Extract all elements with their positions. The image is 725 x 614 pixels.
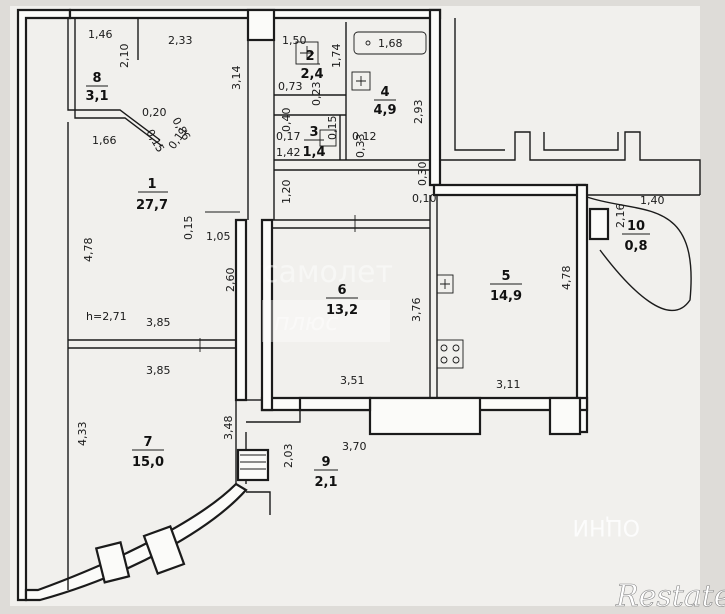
room-area-5: 14,9 <box>490 289 522 304</box>
dim-0-17: 0,17 <box>276 130 301 143</box>
watermark-box <box>262 300 390 342</box>
dim-2-16: 2,16 <box>614 204 627 229</box>
watermark-brand: самолет <box>262 255 393 290</box>
dim-2-10: 2,10 <box>118 44 131 69</box>
dim-1-46: 1,46 <box>88 28 113 41</box>
dim-4-78-a: 4,78 <box>82 238 95 263</box>
dim-0-15-c: 0,15 <box>182 216 195 241</box>
dim-4-33: 4,33 <box>76 422 89 447</box>
dim-1-68: 1,68 <box>378 37 403 50</box>
room-num-8: 8 <box>92 71 101 86</box>
dim-1-42: 1,42 <box>276 146 301 159</box>
dim-1-50: 1,50 <box>282 34 307 47</box>
room-area-3: 1,4 <box>302 145 325 160</box>
dim-2-93: 2,93 <box>412 100 425 125</box>
dim-3-85-a: 3,85 <box>146 316 171 329</box>
footer-logo: ОЦНИ Restate <box>573 514 725 614</box>
room-num-4: 4 <box>380 85 389 100</box>
room-area-1: 27,7 <box>136 198 168 213</box>
room-area-2: 2,4 <box>300 67 323 82</box>
dim-0-30: 0,30 <box>416 162 429 187</box>
dim-3-76: 3,76 <box>410 298 423 323</box>
room-num-6: 6 <box>337 283 346 298</box>
room-area-8: 3,1 <box>85 89 108 104</box>
dim-3-11: 3,11 <box>496 378 521 391</box>
dim-0-23: 0,23 <box>310 82 323 107</box>
ceiling-height: h=2,71 <box>86 310 127 323</box>
room-area-9: 2,1 <box>314 475 337 490</box>
dim-0-40: 0,40 <box>280 108 293 133</box>
dim-0-15-b: 0,15 <box>326 116 339 141</box>
dimension-labels: 1,46 2,33 2,10 0,20 0,86 0,15 0,11 1,66 … <box>76 28 665 468</box>
dim-3-85-b: 3,85 <box>146 364 171 377</box>
dim-1-05: 1,05 <box>206 230 231 243</box>
room-area-4: 4,9 <box>373 103 396 118</box>
dim-0-33: 0,33 <box>354 134 367 159</box>
dim-2-03: 2,03 <box>282 444 295 469</box>
room-num-5: 5 <box>501 269 510 284</box>
stamp-text: ОЦНИ <box>573 514 640 539</box>
dim-3-14: 3,14 <box>230 66 243 91</box>
room-num-2: 2 <box>305 49 314 64</box>
dim-1-74: 1,74 <box>330 44 343 69</box>
dim-0-73: 0,73 <box>278 80 303 93</box>
room-area-6: 13,2 <box>326 303 358 318</box>
shaft <box>439 18 701 312</box>
room-num-3: 3 <box>309 125 318 140</box>
dim-1-66: 1,66 <box>92 134 117 147</box>
room-num-1: 1 <box>147 177 156 192</box>
dim-1-20: 1,20 <box>280 180 293 205</box>
room-num-7: 7 <box>143 435 152 450</box>
dim-3-48: 3,48 <box>222 416 235 441</box>
room-area-7: 15,0 <box>132 455 164 470</box>
dim-3-51: 3,51 <box>340 374 365 387</box>
dim-1-40: 1,40 <box>640 194 665 207</box>
room-labels: 8 3,1 2 2,4 4 4,9 3 1,4 1 27,7 6 13,2 5 … <box>85 49 650 490</box>
dim-4-78-b: 4,78 <box>560 266 573 291</box>
watermark-sub: плюс <box>274 308 338 336</box>
dim-0-10: 0,10 <box>412 192 437 205</box>
room-num-9: 9 <box>321 455 330 470</box>
room-area-10: 0,8 <box>624 239 647 254</box>
restate-logo: Restate <box>615 579 725 614</box>
dim-0-20: 0,20 <box>142 106 167 119</box>
watermark: самолет плюс <box>262 255 393 342</box>
dim-0-12: 0,12 <box>352 130 377 143</box>
dim-3-70: 3,70 <box>342 440 367 453</box>
dim-2-33: 2,33 <box>168 34 193 47</box>
openings <box>94 211 582 584</box>
room-num-10: 10 <box>627 219 645 234</box>
dim-2-60: 2,60 <box>224 268 237 293</box>
fixtures <box>295 31 464 369</box>
